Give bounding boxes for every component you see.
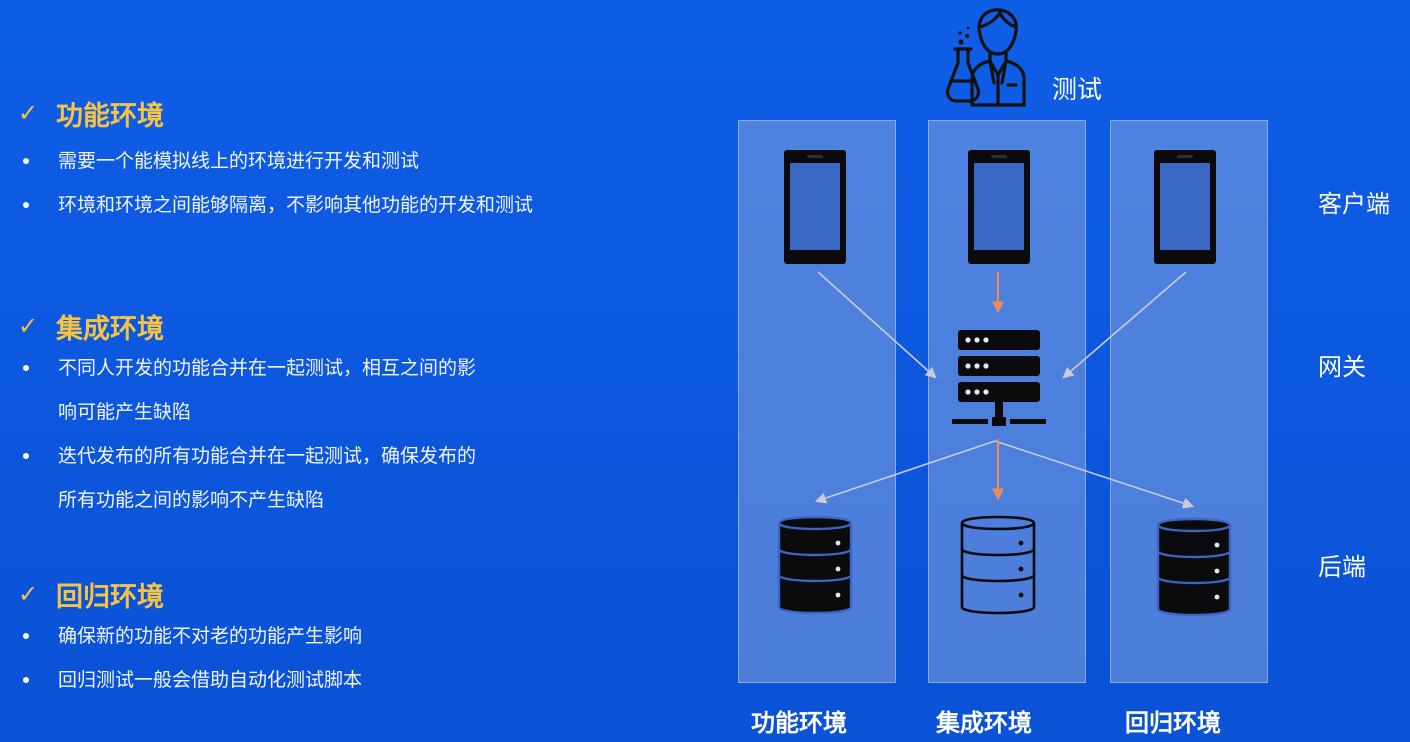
bullet-item: 回归测试一般会借助自动化测试脚本 (18, 658, 362, 702)
arrow-client-to-gateway-left (817, 271, 937, 379)
section-title: ✓ 回归环境 (18, 574, 362, 614)
bullet-text: 不同人开发的功能合并在一起测试，相互之间的影 (58, 357, 477, 379)
database-icon (1156, 517, 1232, 617)
tester-label: 测试 (1052, 75, 1103, 104)
bullet-item: 需要一个能模拟线上的环境进行开发和测试 (18, 139, 533, 183)
section-title-text: 集成环境 (56, 313, 164, 345)
server-icon (952, 330, 1046, 426)
checkmark-icon: ✓ (18, 580, 39, 608)
bullet-item: 确保新的功能不对老的功能产生影响 (18, 614, 362, 658)
row-label-client: 客户端 (1318, 190, 1390, 218)
checkmark-icon: ✓ (18, 312, 39, 340)
smartphone-icon (968, 150, 1030, 264)
bullet-item: 迭代发布的所有功能合并在一起测试，确保发布的 所有功能之间的影响不产生缺陷 (18, 434, 476, 522)
section-regression-env: ✓ 回归环境 确保新的功能不对老的功能产生影响 回归测试一般会借助自动化测试脚本 (18, 574, 362, 702)
scientist-icon (945, 8, 1026, 107)
bullet-text: 确保新的功能不对老的功能产生影响 (58, 625, 363, 647)
bullet-item: 不同人开发的功能合并在一起测试，相互之间的影 响可能产生缺陷 (18, 346, 476, 434)
row-label-gateway: 网关 (1318, 353, 1366, 381)
arrow-gateway-to-backend-right (994, 440, 1195, 509)
smartphone-icon (784, 150, 846, 264)
section-title: ✓ 集成环境 (18, 306, 476, 346)
arrow-client-to-gateway-right (1062, 271, 1187, 379)
section-title: ✓ 功能环境 (18, 93, 533, 133)
bullet-text: 需要一个能模拟线上的环境进行开发和测试 (58, 150, 420, 172)
bullet-text-continued: 所有功能之间的影响不产生缺陷 (58, 489, 325, 511)
database-icon (960, 515, 1036, 615)
smartphone-icon (1154, 150, 1216, 264)
column-label-integration-env: 集成环境 (936, 709, 1032, 737)
bullet-item: 环境和环境之间能够隔离，不影响其他功能的开发和测试 (18, 183, 533, 227)
bullet-text: 迭代发布的所有功能合并在一起测试，确保发布的 (58, 445, 477, 467)
section-title-text: 回归环境 (56, 581, 164, 613)
section-title-text: 功能环境 (56, 100, 164, 132)
bullet-text: 回归测试一般会借助自动化测试脚本 (58, 669, 363, 691)
database-icon (777, 515, 853, 615)
section-functional-env: ✓ 功能环境 需要一个能模拟线上的环境进行开发和测试 环境和环境之间能够隔离，不… (18, 93, 533, 227)
arrow-gateway-to-backend-left (814, 440, 996, 504)
row-label-backend: 后端 (1318, 553, 1366, 581)
bullet-text: 环境和环境之间能够隔离，不影响其他功能的开发和测试 (58, 194, 534, 216)
checkmark-icon: ✓ (18, 99, 39, 127)
section-integration-env: ✓ 集成环境 不同人开发的功能合并在一起测试，相互之间的影 响可能产生缺陷 迭代… (18, 306, 476, 522)
column-label-functional-env: 功能环境 (751, 709, 847, 737)
column-label-regression-env: 回归环境 (1125, 709, 1221, 737)
bullet-text-continued: 响可能产生缺陷 (58, 401, 192, 423)
